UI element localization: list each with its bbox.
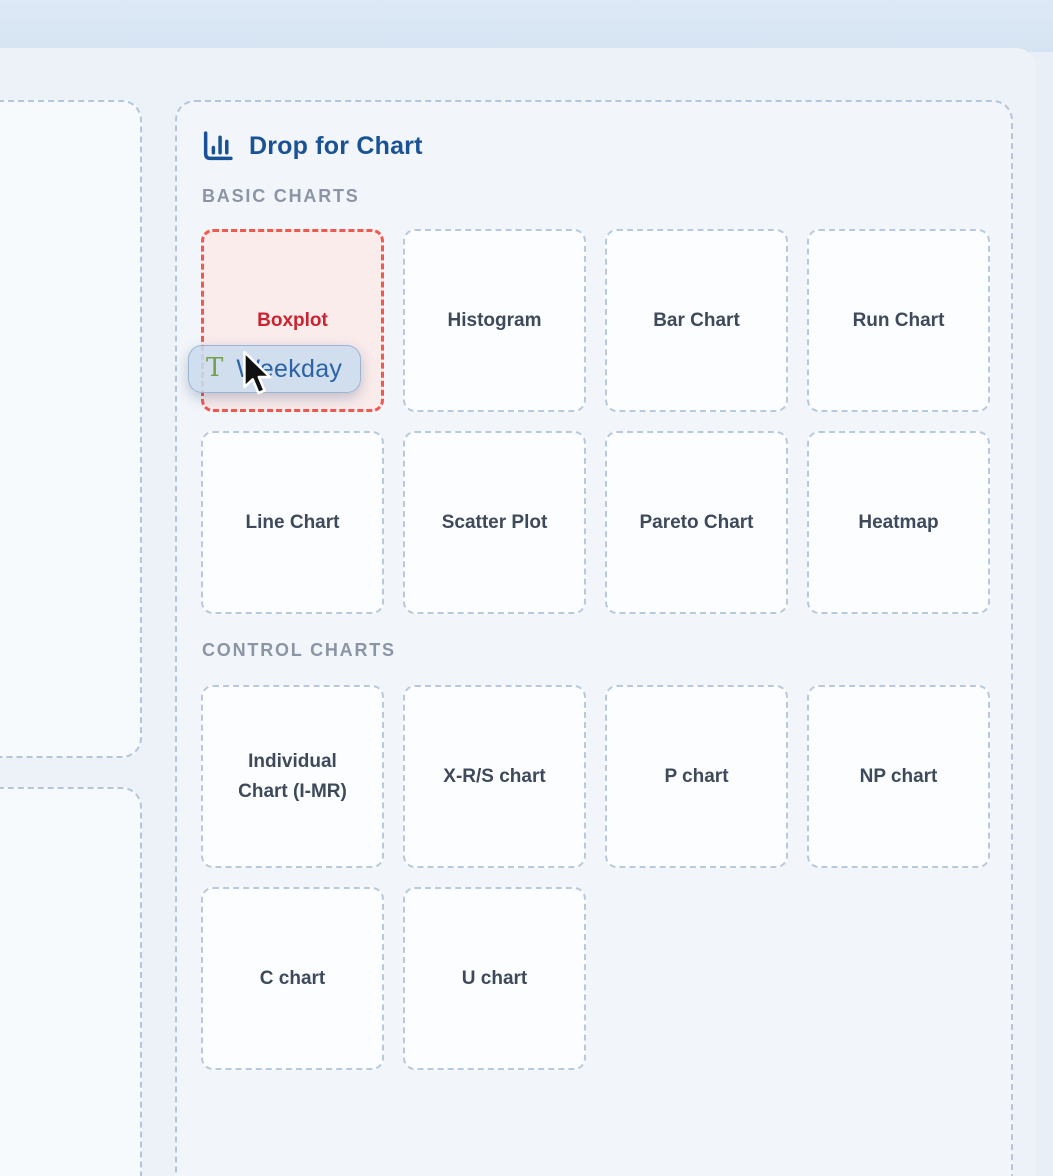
chart-tile-u-chart[interactable]: U chart <box>403 887 586 1070</box>
mouse-cursor-icon <box>240 350 274 404</box>
chart-tile-np-chart[interactable]: NP chart <box>807 685 990 868</box>
bar-chart-icon <box>201 130 234 163</box>
panel-header: Drop for Chart <box>201 130 423 163</box>
dragged-field-chip-weekday[interactable]: T Weekday <box>188 345 361 393</box>
tile-label: Individual Chart (I-MR) <box>238 751 347 802</box>
tile-label: Run Chart <box>852 309 945 331</box>
tile-label: Scatter Plot <box>441 511 548 533</box>
text-type-icon: T <box>206 353 224 383</box>
tile-label: Pareto Chart <box>639 511 754 533</box>
basic-charts-grid: Boxplot Histogram Bar Chart Run Chart Li… <box>201 229 993 614</box>
panel-title: Drop for Chart <box>249 132 423 160</box>
left-drop-zone-upper[interactable] <box>0 100 142 758</box>
chart-tile-xrs-chart[interactable]: X-R/S chart <box>403 685 586 868</box>
section-label-basic-charts: BASIC CHARTS <box>202 186 360 206</box>
tile-label: P chart <box>664 765 729 787</box>
tile-label: U chart <box>461 967 528 989</box>
chart-tile-pareto-chart[interactable]: Pareto Chart <box>605 431 788 614</box>
chart-tile-p-chart[interactable]: P chart <box>605 685 788 868</box>
chart-tile-scatter-plot[interactable]: Scatter Plot <box>403 431 586 614</box>
drop-for-chart-panel: Drop for Chart BASIC CHARTS Boxplot Hist… <box>175 100 1013 1176</box>
left-drop-zone-lower[interactable] <box>0 787 142 1176</box>
tile-label: X-R/S chart <box>443 765 546 787</box>
tile-label: C chart <box>259 967 326 989</box>
tile-label: NP chart <box>859 765 938 787</box>
chart-tile-histogram[interactable]: Histogram <box>403 229 586 412</box>
chart-tile-line-chart[interactable]: Line Chart <box>201 431 384 614</box>
tile-label: Heatmap <box>858 511 939 533</box>
tile-label: Line Chart <box>245 511 340 533</box>
control-charts-grid: Individual Chart (I-MR) X-R/S chart P ch… <box>201 685 993 1070</box>
chart-tile-individual-imr[interactable]: Individual Chart (I-MR) <box>201 685 384 868</box>
tile-label: Boxplot <box>257 309 328 331</box>
chart-tile-run-chart[interactable]: Run Chart <box>807 229 990 412</box>
chart-tile-bar-chart[interactable]: Bar Chart <box>605 229 788 412</box>
tile-label: Bar Chart <box>653 309 740 331</box>
section-label-control-charts: CONTROL CHARTS <box>202 640 396 660</box>
chart-tile-c-chart[interactable]: C chart <box>201 887 384 1070</box>
top-app-band <box>0 0 1053 52</box>
chart-tile-heatmap[interactable]: Heatmap <box>807 431 990 614</box>
tile-label: Histogram <box>447 309 542 331</box>
